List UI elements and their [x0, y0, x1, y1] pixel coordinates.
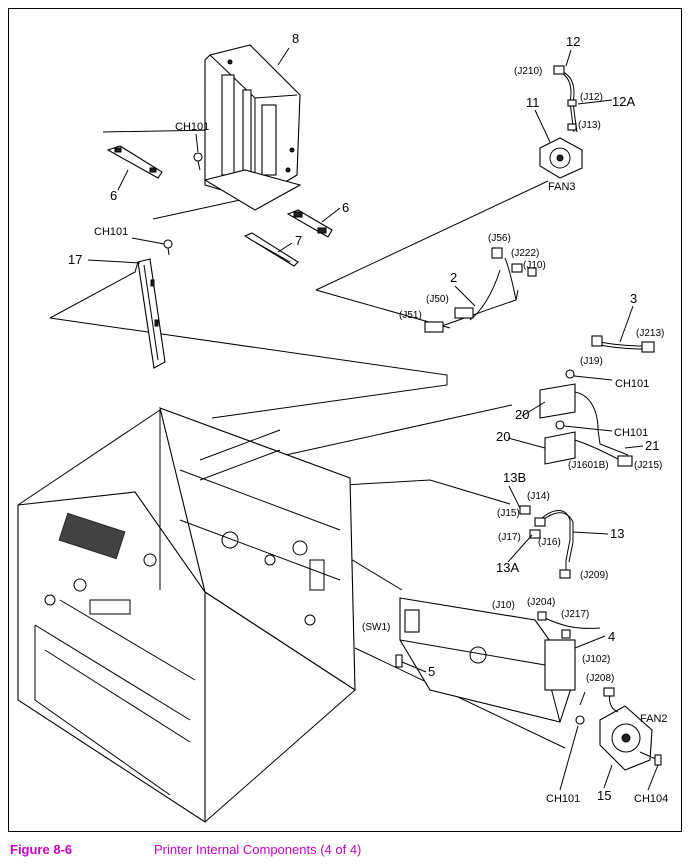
label-ch101-top: CH101	[175, 121, 209, 133]
cable-2	[424, 247, 537, 333]
label-j222: (J222)	[511, 248, 539, 259]
rail-6-right	[286, 209, 333, 238]
label-sw1: (SW1)	[362, 622, 390, 633]
label-15: 15	[597, 788, 611, 803]
fan2-assembly	[599, 687, 662, 771]
label-13b: 13B	[503, 470, 526, 485]
label-17: 17	[68, 252, 82, 267]
label-j12: (J12)	[580, 92, 603, 103]
exploded-parts-diagram: 8 6 6 7 17 CH101 CH101 12 (J210) (J12) 1…	[17, 31, 668, 824]
label-5: 5	[428, 664, 435, 679]
label-j217: (J217)	[561, 609, 589, 620]
label-j14: (J14)	[527, 491, 550, 502]
label-20-upper: 20	[515, 407, 529, 422]
leader-lines	[87, 47, 659, 791]
label-4: 4	[608, 629, 615, 644]
label-j56: (J56)	[488, 233, 511, 244]
label-j13: (J13)	[578, 120, 601, 131]
label-j1601b: (J1601B)	[568, 460, 609, 471]
label-ch104: CH104	[634, 793, 668, 805]
figure-caption: Figure 8-6 Printer Internal Components (…	[10, 842, 680, 860]
label-7: 7	[295, 233, 302, 248]
label-fan3: FAN3	[548, 181, 576, 193]
board-20-lower	[544, 420, 633, 467]
label-6-left: 6	[110, 188, 117, 203]
label-j16: (J16)	[538, 537, 561, 548]
label-j204: (J204)	[527, 597, 555, 608]
label-j208: (J208)	[586, 673, 614, 684]
label-20-lower: 20	[496, 429, 510, 444]
label-12a: 12A	[612, 94, 635, 109]
label-13a: 13A	[496, 560, 519, 575]
diagram-frame	[8, 8, 682, 832]
label-ch101-right-1: CH101	[615, 378, 649, 390]
label-ch101-bottom: CH101	[546, 793, 580, 805]
pin-5	[395, 654, 403, 668]
label-12: 12	[566, 34, 580, 49]
label-j10-bracket: (J10)	[492, 600, 515, 611]
fan3-assembly	[539, 65, 583, 179]
label-ch101-left: CH101	[94, 226, 128, 238]
label-3: 3	[630, 291, 637, 306]
label-j19: (J19)	[580, 356, 603, 367]
label-j51: (J51)	[399, 310, 422, 321]
power-bracket-4	[399, 597, 601, 725]
bracket-assembly-8	[203, 44, 302, 211]
label-j215: (J215)	[634, 460, 662, 471]
label-fan2: FAN2	[640, 713, 668, 725]
rail-6-left	[106, 145, 163, 179]
label-j213: (J213)	[636, 328, 664, 339]
label-j50: (J50)	[426, 294, 449, 305]
cable-3	[591, 335, 655, 353]
rail-7	[243, 232, 299, 267]
figure-title: Printer Internal Components (4 of 4)	[154, 842, 362, 857]
label-8: 8	[292, 31, 299, 46]
cable-13	[519, 505, 574, 579]
label-j15: (J15)	[497, 508, 520, 519]
label-j10-cable2: (J10)	[523, 260, 546, 271]
figure-number: Figure 8-6	[10, 842, 73, 857]
board-20-upper	[539, 369, 629, 456]
label-21: 21	[645, 438, 659, 453]
label-2: 2	[450, 270, 457, 285]
main-chassis	[17, 407, 356, 824]
label-ch101-right-2: CH101	[614, 427, 648, 439]
label-j210: (J210)	[514, 66, 542, 77]
label-j17: (J17)	[498, 532, 521, 543]
label-6-right: 6	[342, 200, 349, 215]
label-j209: (J209)	[580, 570, 608, 581]
callout-labels: 8 6 6 7 17 CH101 CH101 12 (J210) (J12) 1…	[68, 31, 668, 805]
label-11: 11	[526, 95, 540, 110]
screws-ch101	[163, 152, 203, 256]
rail-17	[137, 258, 166, 369]
label-13: 13	[610, 526, 624, 541]
label-j102: (J102)	[582, 654, 610, 665]
